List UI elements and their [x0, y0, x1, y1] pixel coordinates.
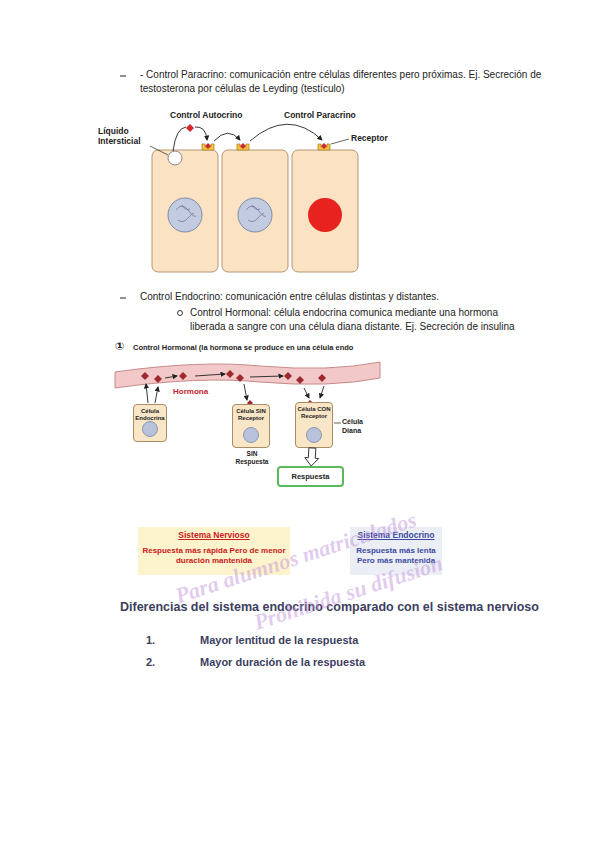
bullet-dash [120, 298, 126, 299]
diagram-label: Control Paracrino [284, 110, 356, 120]
cell-node: Célula Endocrina [133, 404, 167, 442]
callout-number: ① [115, 340, 124, 353]
bullet-dash [120, 76, 126, 77]
diagram-title: Control Hormonal (la hormona se produce … [133, 343, 353, 352]
diagram-label: Hormona [173, 387, 208, 396]
diagram-label: Líquido Intersticial [98, 126, 154, 146]
response-box: Respuesta [277, 466, 344, 487]
cell-illustration [150, 124, 358, 272]
bullet-text: - Control Paracrino: comunicación entre … [140, 68, 560, 96]
diagram-label: SIN Respuesta [232, 450, 272, 466]
list-item: Mayor lentitud de la respuesta [200, 634, 358, 646]
sub-bullet-text: Control Hormonal: célula endocrina comun… [190, 306, 520, 334]
list-number: 1. [146, 634, 155, 646]
node-text: Sistema Nervioso [138, 530, 290, 541]
node-text: Respuesta [279, 468, 342, 485]
sub-bullet [178, 311, 183, 316]
cell-nucleus [243, 427, 259, 443]
list-item: Mayor duración de la respuesta [200, 656, 365, 668]
cell-node: Célula CON Receptor [295, 402, 333, 448]
cell-nucleus [142, 421, 158, 437]
cell-nucleus [306, 427, 322, 443]
node-text: Célula CON Receptor [296, 406, 332, 420]
bullet-text: Control Endocrino: comunicación entre cé… [140, 290, 560, 304]
blood-vessel [115, 362, 380, 423]
diagram-label: Control Autocrino [170, 110, 242, 120]
diagram-label: Célula Diana [342, 417, 376, 435]
node-text: Célula SIN Receptor [233, 408, 269, 422]
hollow-arrow [305, 448, 319, 466]
list-number: 2. [146, 656, 155, 668]
diagram-label: Receptor [351, 133, 388, 143]
node-text: Célula Endocrina [134, 408, 166, 422]
cell-node: Célula SIN Receptor [232, 404, 270, 448]
